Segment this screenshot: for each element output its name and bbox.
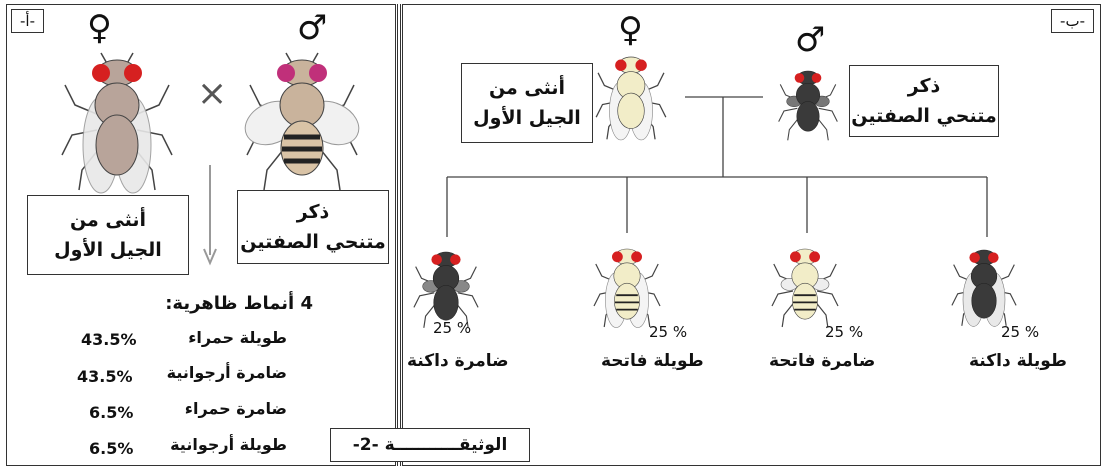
female-box-line2: الجيل الأول [28, 235, 188, 265]
offspring-percent: 25 % [1001, 323, 1039, 341]
female-f1-box: أنثى من الجيل الأول [27, 195, 189, 275]
offspring-label: ضامرة فاتحة [769, 351, 875, 371]
phenotype-name: طويلة أرجوانية [170, 435, 287, 454]
down-arrow-icon [203, 165, 217, 265]
male-recessive-box: ذكر متنحي الصفتين [237, 190, 389, 264]
fruit-fly-icon [591, 239, 663, 331]
phenotype-value: 6.5% [89, 403, 133, 422]
male-symbol-icon: ♂ [297, 11, 327, 45]
document-label: الوثيقـــــــــــة -2- [330, 428, 530, 462]
phenotype-value: 43.5% [77, 367, 133, 386]
fruit-fly-icon [949, 241, 1019, 329]
fruit-fly-icon [242, 45, 362, 195]
cross-tree-lines [403, 5, 1102, 467]
offspring-label: طويلة فاتحة [601, 351, 704, 371]
offspring-label: طويلة داكنة [969, 351, 1067, 371]
phenotype-name: ضامرة أرجوانية [167, 363, 287, 382]
female-box-line1: أنثى من [28, 205, 188, 235]
fruit-fly-icon [593, 45, 669, 145]
fruit-fly-icon [57, 45, 177, 195]
fruit-fly-icon [411, 243, 481, 331]
phenotype-name: طويلة حمراء [188, 328, 287, 347]
female-symbol-icon: ♀ [87, 11, 112, 45]
phenotypes-title: 4 أنماط ظاهرية: [165, 293, 313, 314]
offspring-label: ضامرة داكنة [407, 351, 509, 371]
panel-divider [397, 4, 401, 466]
phenotype-value: 6.5% [89, 439, 133, 458]
male-box-line2: متنحي الصفتين [238, 227, 388, 257]
offspring-percent: 25 % [825, 323, 863, 341]
phenotype-value: 43.5% [81, 330, 137, 349]
panel-a-tag: -أ- [11, 9, 44, 33]
panel-a: -أ- ♀ ♂ × أنثى م [6, 4, 396, 466]
male-box-line1: ذكر [238, 197, 388, 227]
offspring-percent: 25 % [649, 323, 687, 341]
fruit-fly-icon [775, 63, 841, 143]
offspring-percent: 25 % [433, 319, 471, 337]
panel-b: -ب- ♀ ♂ أنثى من الجيل الأول ذكر متنحي ال… [402, 4, 1101, 466]
phenotype-name: ضامرة حمراء [185, 399, 287, 418]
fruit-fly-icon [769, 239, 841, 331]
cross-icon: × [197, 77, 227, 111]
